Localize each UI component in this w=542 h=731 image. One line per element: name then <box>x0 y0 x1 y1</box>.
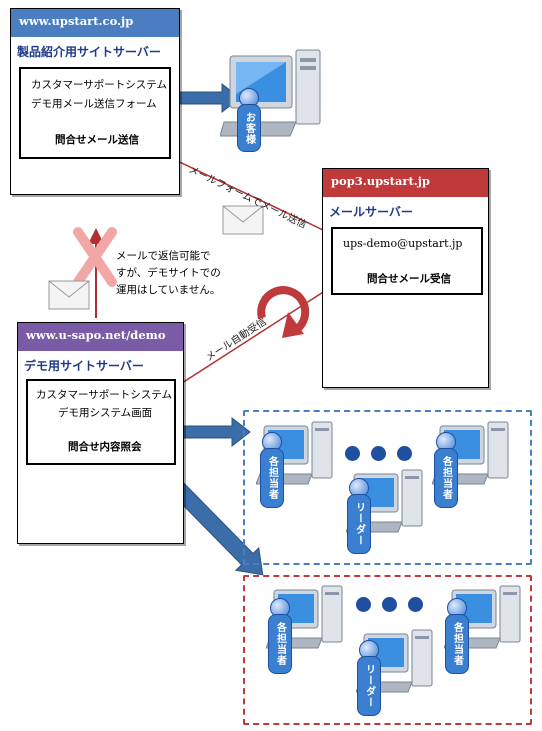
member-tag: 各担当者 <box>260 448 284 508</box>
server-name: 製品紹介用サイトサーバー <box>17 45 161 59</box>
server-name: メールサーバー <box>329 205 413 219</box>
server-domain: www.u-sapo.net/demo <box>18 323 183 351</box>
leader-tag: リーダー <box>347 494 371 554</box>
pop3-mail-server: pop3.upstart.jp メールサーバー ups-demo@upstart… <box>322 168 489 388</box>
mail-form-arrow <box>149 147 343 240</box>
note-line: 運用はしていません。 <box>116 284 221 296</box>
server-name: デモ用サイトサーバー <box>24 359 144 373</box>
upstart-site-server: www.upstart.co.jp 製品紹介用サイトサーバー カスタマーサポート… <box>10 8 180 195</box>
demo-inner-box: カスタマーサポートシステム デモ用システム画面 問合せ内容照会 <box>26 379 176 465</box>
pop3-inner-box: ups-demo@upstart.jp 問合せメール受信 <box>331 227 483 295</box>
upstart-inner-box: カスタマーサポートシステム デモ用メール送信フォーム 問合せメール送信 <box>19 67 171 159</box>
envelope-icon <box>48 280 90 310</box>
action-label: 問合せ内容照会 <box>68 441 142 453</box>
auto-receive-arrow <box>165 277 346 394</box>
server-domain: www.upstart.co.jp <box>11 9 179 37</box>
ellipsis-dot <box>397 446 412 461</box>
ellipsis-dot <box>345 446 360 461</box>
member-tag: 各担当者 <box>268 614 292 674</box>
member-tag: 各担当者 <box>434 448 458 508</box>
customer-computer: お客様 <box>219 44 330 154</box>
system-item: カスタマーサポートシステム <box>31 79 167 91</box>
mail-address: ups-demo@upstart.jp <box>343 237 463 250</box>
reply-note: メールで返信可能で すが、デモサイトでの 運用はしていません。 <box>116 248 221 299</box>
demo-site-server: www.u-sapo.net/demo デモ用サイトサーバー カスタマーサポート… <box>17 322 184 544</box>
system-item: デモ用メール送信フォーム <box>31 98 157 110</box>
ellipsis-dot <box>356 597 371 612</box>
team-red-box <box>243 575 532 725</box>
ellipsis-dot <box>408 597 423 612</box>
team-blue-box <box>243 410 532 565</box>
note-line: メールで返信可能で <box>116 250 211 262</box>
action-label: 問合せメール受信 <box>367 273 451 285</box>
refresh-icon <box>257 286 310 338</box>
envelope-icon <box>222 205 264 235</box>
server-domain: pop3.upstart.jp <box>323 169 488 197</box>
customer-tag: お客様 <box>237 104 261 152</box>
ellipsis-dot <box>382 597 397 612</box>
note-line: すが、デモサイトでの <box>116 267 221 279</box>
ellipsis-dot <box>371 446 386 461</box>
leader-tag: リーダー <box>357 656 381 716</box>
action-label: 問合せメール送信 <box>55 134 139 146</box>
system-item: カスタマーサポートシステム <box>36 389 172 401</box>
member-tag: 各担当者 <box>445 614 469 674</box>
cross-mark-icon <box>73 227 117 287</box>
system-item: デモ用システム画面 <box>58 407 153 419</box>
